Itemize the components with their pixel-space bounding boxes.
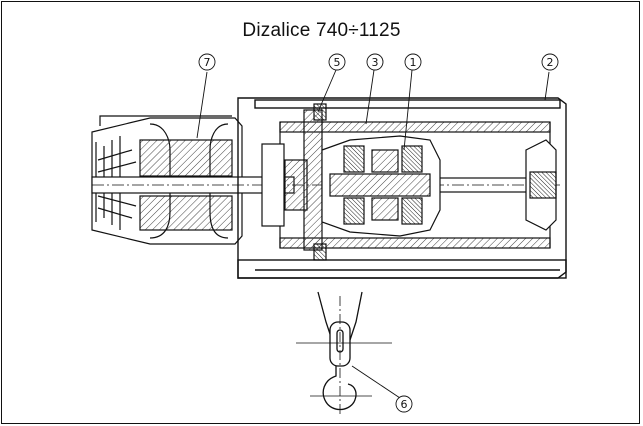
svg-text:5: 5 — [334, 56, 341, 69]
callout-3: 3 — [366, 53, 384, 71]
callout-2: 2 — [541, 53, 559, 71]
callout-5: 5 — [328, 53, 346, 71]
electric-motor — [91, 115, 243, 245]
svg-text:7: 7 — [204, 56, 211, 69]
callout-leaders — [196, 69, 550, 399]
svg-text:3: 3 — [372, 56, 379, 69]
planetary-gearbox — [321, 135, 441, 237]
figure-title: Dizalice 740÷1125 — [242, 20, 401, 41]
svg-text:6: 6 — [401, 398, 408, 411]
svg-text:2: 2 — [547, 56, 554, 69]
callout-6: 6 — [395, 395, 413, 413]
svg-text:1: 1 — [410, 56, 417, 69]
end-bearing — [525, 139, 557, 231]
rope-drum-housing — [237, 97, 567, 279]
motor-stator — [139, 139, 233, 177]
callout-1: 1 — [404, 53, 422, 71]
motor-rotor — [139, 195, 233, 231]
callout-7: 7 — [198, 53, 216, 71]
hook-block — [296, 291, 392, 414]
brake-coupling — [261, 103, 327, 261]
crane-hook — [322, 366, 357, 411]
